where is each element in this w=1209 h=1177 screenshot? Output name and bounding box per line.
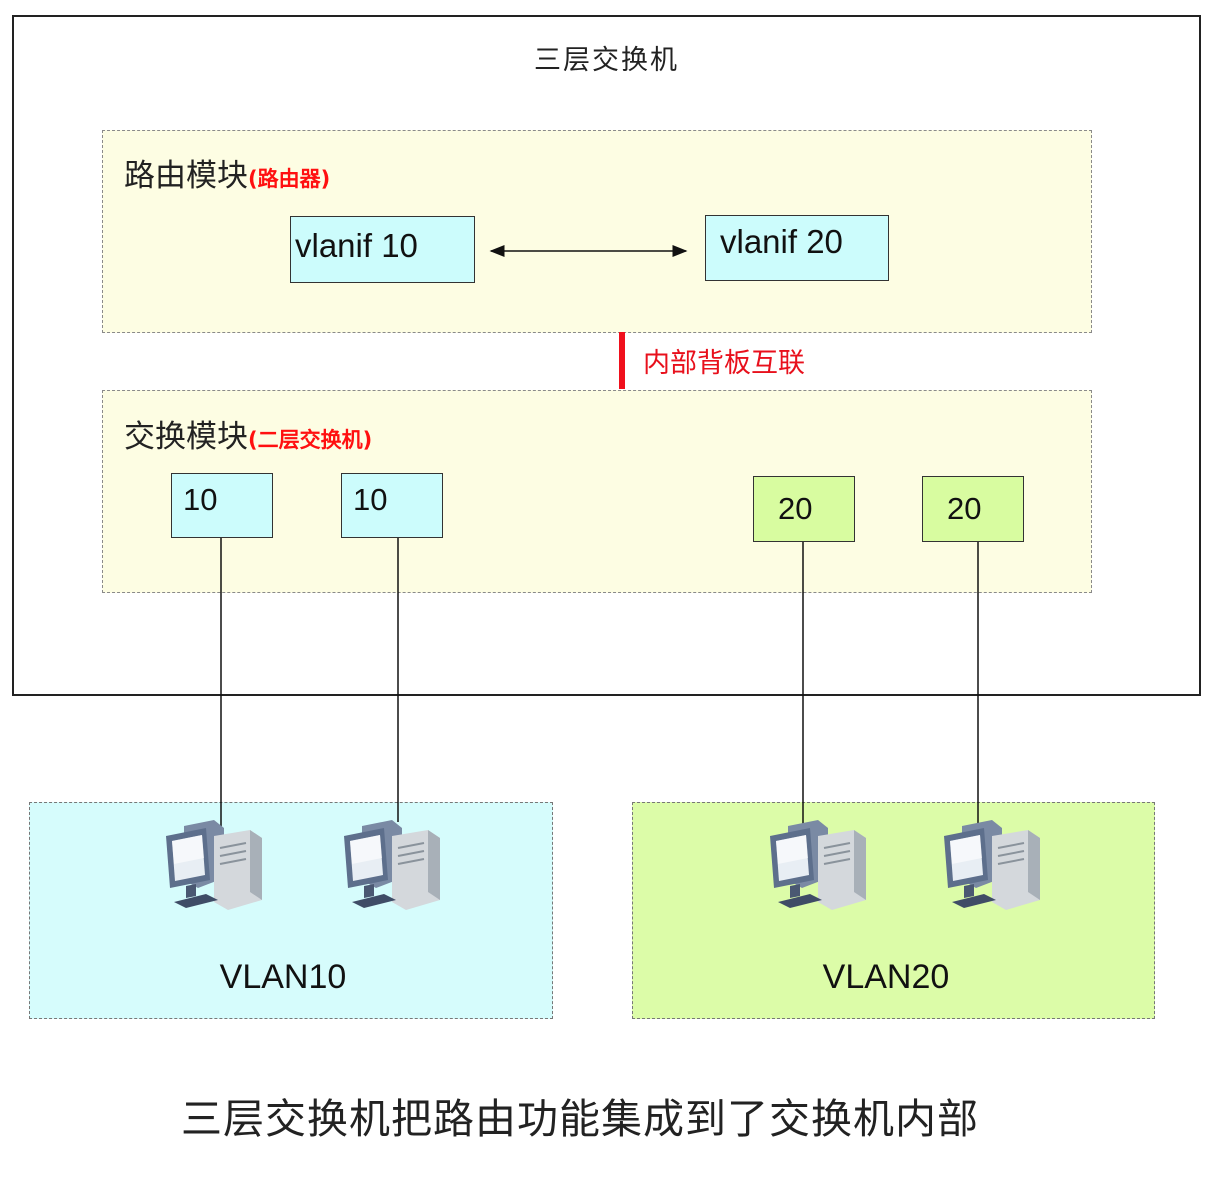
vlan10-area [29, 802, 553, 1019]
switching-module-name: 交换模块 [124, 419, 248, 455]
switching-module-title: 交换模块(二层交换机) [124, 411, 372, 456]
routing-module-name: 路由模块 [124, 158, 248, 194]
switching-module-note: (二层交换机) [248, 428, 373, 452]
port-vlan10-2: 10 [341, 473, 443, 538]
port-vlan10-1: 10 [171, 473, 273, 538]
routing-module [102, 130, 1092, 333]
diagram-caption: 三层交换机把路由功能集成到了交换机内部 [181, 1095, 979, 1143]
vlan10-label: VLAN10 [219, 958, 347, 996]
vlan20-label: VLAN20 [822, 958, 950, 996]
routing-module-note: (路由器) [248, 167, 331, 191]
vlanif-20-box: vlanif 20 [705, 215, 889, 281]
layer3-switch-box [12, 15, 1201, 696]
switch-title: 三层交换机 [534, 45, 679, 76]
vlan20-area [632, 802, 1155, 1019]
port-vlan20-2: 20 [922, 476, 1024, 542]
port-vlan20-1: 20 [753, 476, 855, 542]
backplane-label: 内部背板互联 [643, 348, 805, 379]
backplane-link [619, 332, 625, 389]
routing-module-title: 路由模块(路由器) [124, 150, 330, 195]
vlanif-10-box: vlanif 10 [290, 216, 475, 283]
